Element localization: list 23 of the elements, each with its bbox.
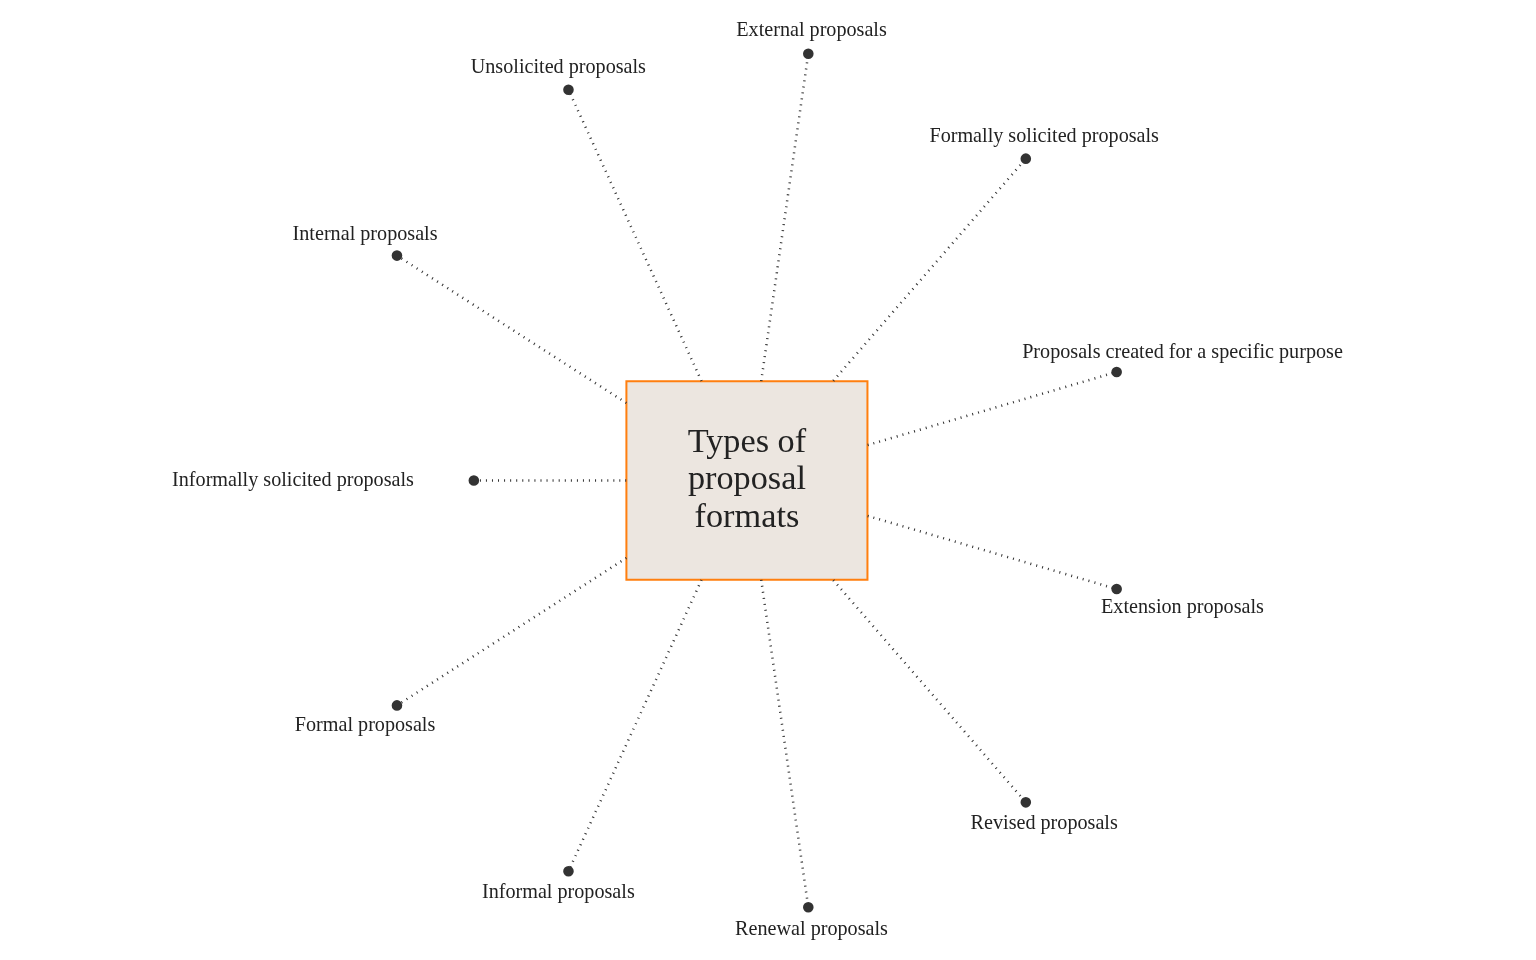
connector: [867, 366, 1122, 446]
node-text: Extension proposals: [1101, 594, 1264, 617]
connector: [832, 578, 1032, 808]
node-text: Formally solicited proposals: [929, 123, 1159, 146]
connector: [760, 579, 814, 913]
node-text: External proposals: [736, 17, 887, 40]
connector: [391, 249, 628, 404]
node-text: Proposals created for a specific purpose: [1022, 339, 1343, 362]
connector: [760, 47, 814, 381]
node-box: Types of proposal formats: [625, 379, 869, 581]
connector: [468, 474, 627, 486]
node-text: Formal proposals: [294, 712, 436, 735]
node-text: Unsolicited proposals: [470, 54, 646, 77]
node-text: Internal proposals: [292, 221, 438, 244]
connector: [391, 556, 628, 711]
node-text: Revised proposals: [970, 810, 1118, 833]
connector: [563, 83, 703, 382]
connector: [563, 578, 703, 877]
node-text: Informally solicited proposals: [172, 467, 414, 490]
connector: [867, 514, 1122, 594]
connector: [832, 152, 1032, 382]
node-text: Renewal proposals: [735, 916, 888, 939]
node-text: Informal proposals: [481, 879, 635, 902]
